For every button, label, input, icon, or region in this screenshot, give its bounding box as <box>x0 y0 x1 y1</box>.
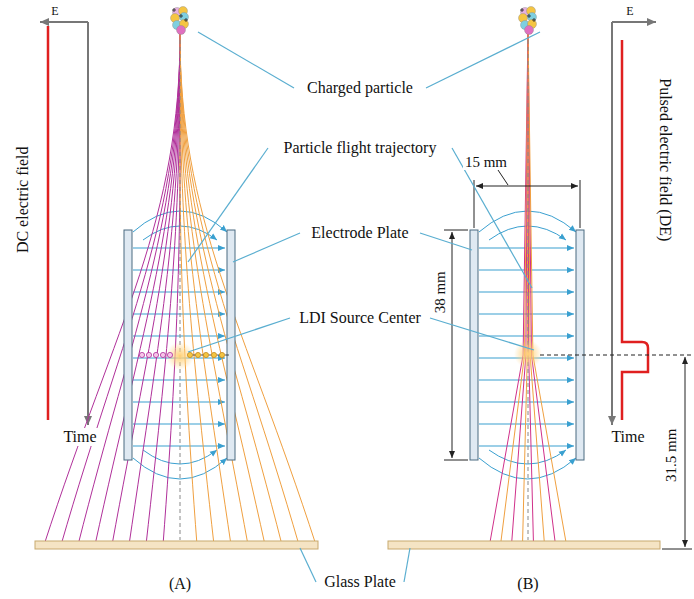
ldi-source <box>166 342 194 370</box>
dimensions <box>444 170 692 549</box>
leader-lines <box>188 32 540 582</box>
axis-line <box>180 40 181 540</box>
glass-plate <box>35 541 318 549</box>
dimension-label: 15 mm <box>463 154 509 171</box>
trajectories-a <box>44 30 316 545</box>
axis-label: Time <box>609 428 646 446</box>
callout-label: Particle flight trajectory <box>282 139 439 157</box>
axis-line <box>528 40 529 540</box>
axis-title: Pulsed electric field (DE) <box>657 76 675 243</box>
ldi-source <box>514 340 542 368</box>
electrode-plates <box>124 230 584 460</box>
panel-label: (A) <box>167 575 193 593</box>
dimension-label: 31.5 mm <box>664 426 681 483</box>
panel-label: (B) <box>515 575 540 593</box>
axis-label: Time <box>61 428 98 446</box>
glass-plate <box>388 541 660 549</box>
ion-row <box>139 352 229 357</box>
charged-particle-cluster <box>171 7 537 35</box>
dc-field-graph <box>40 22 88 425</box>
axis-label: E <box>49 5 60 18</box>
axis-title: DC electric field <box>13 145 31 256</box>
pulsed-field-graph <box>612 22 656 425</box>
callout-label: Charged particle <box>305 79 415 97</box>
dimension-label: 38 mm <box>432 269 449 315</box>
callout-label: LDI Source Center <box>297 309 423 327</box>
trajectories-b <box>490 30 567 545</box>
callout-label: Glass Plate <box>322 573 398 591</box>
callout-label: Electrode Plate <box>309 224 410 242</box>
axis-label: E <box>624 5 635 18</box>
